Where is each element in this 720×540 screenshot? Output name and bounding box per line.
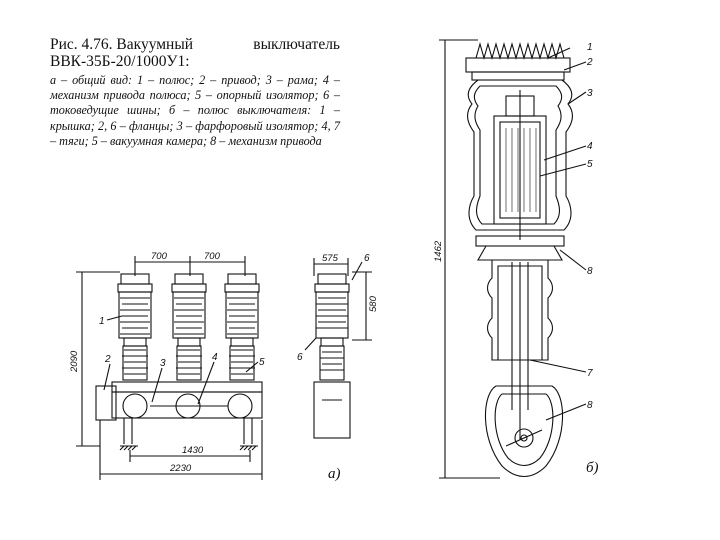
pole-1 <box>117 273 153 381</box>
b-label-2: 2 <box>586 57 593 68</box>
caption-model: ВВК-35Б-20/1000У1: <box>50 53 190 70</box>
b-label-5: 5 <box>587 159 593 170</box>
figure-caption: Рис. 4.76. Вакуумный выключатель ВВК-35Б… <box>50 36 340 149</box>
view-a-drawing: 700 700 2090 <box>69 251 265 480</box>
dim-pitch-1: 700 <box>151 251 168 262</box>
side-label-left: 6 <box>297 352 303 363</box>
side-view-drawing: 575 580 6 6 а) <box>297 253 379 482</box>
drive-box <box>95 385 117 421</box>
side-dim-width: 575 <box>322 253 339 264</box>
upper-flange <box>471 71 565 81</box>
cover-fins <box>475 41 565 61</box>
lower-insulator <box>486 259 554 361</box>
caption-fig-word: выключатель <box>253 36 340 53</box>
b-label-6: 8 <box>587 266 593 277</box>
view-b-tag: б) <box>586 460 599 476</box>
dim-1462: 1462 <box>433 240 444 262</box>
drive-mechanism <box>484 385 564 478</box>
mechanism-wheel-3 <box>227 393 253 419</box>
label-drive: 2 <box>104 354 111 365</box>
side-drive-box <box>313 381 351 439</box>
dim-bottom-outer: 2230 <box>169 463 192 474</box>
caption-fig-prefix: Рис. 4.76. Вакуумный <box>50 36 194 53</box>
pole-3 <box>224 273 260 381</box>
b-label-3: 3 <box>587 88 593 99</box>
label-mechanism: 4 <box>212 352 218 363</box>
b-label-8: 8 <box>587 400 593 411</box>
mechanism-wheel-1 <box>122 393 148 419</box>
label-pole: 1 <box>99 316 105 327</box>
view-a-tag: а) <box>328 466 341 482</box>
side-label-top: 6 <box>364 253 370 264</box>
b-label-4: 4 <box>587 141 593 152</box>
cover <box>465 57 571 73</box>
frame-top-beam <box>111 381 263 393</box>
dim-height: 2090 <box>69 350 80 373</box>
caption-title: Рис. 4.76. Вакуумный выключатель <box>50 36 340 53</box>
view-b-drawing: 1462 1 2 3 <box>433 39 599 479</box>
dim-pitch-2: 700 <box>204 251 221 262</box>
label-insulator: 5 <box>259 357 265 368</box>
side-dim-height: 580 <box>368 295 379 312</box>
label-frame: 3 <box>160 358 166 369</box>
b-label-1: 1 <box>587 42 593 53</box>
dim-bottom-inner: 1430 <box>182 445 204 456</box>
b-label-7: 7 <box>587 368 593 379</box>
caption-body: а – общий вид: 1 – полюс; 2 – привод; 3 … <box>50 73 340 148</box>
frame-body <box>111 391 263 419</box>
pole-2 <box>171 273 207 381</box>
